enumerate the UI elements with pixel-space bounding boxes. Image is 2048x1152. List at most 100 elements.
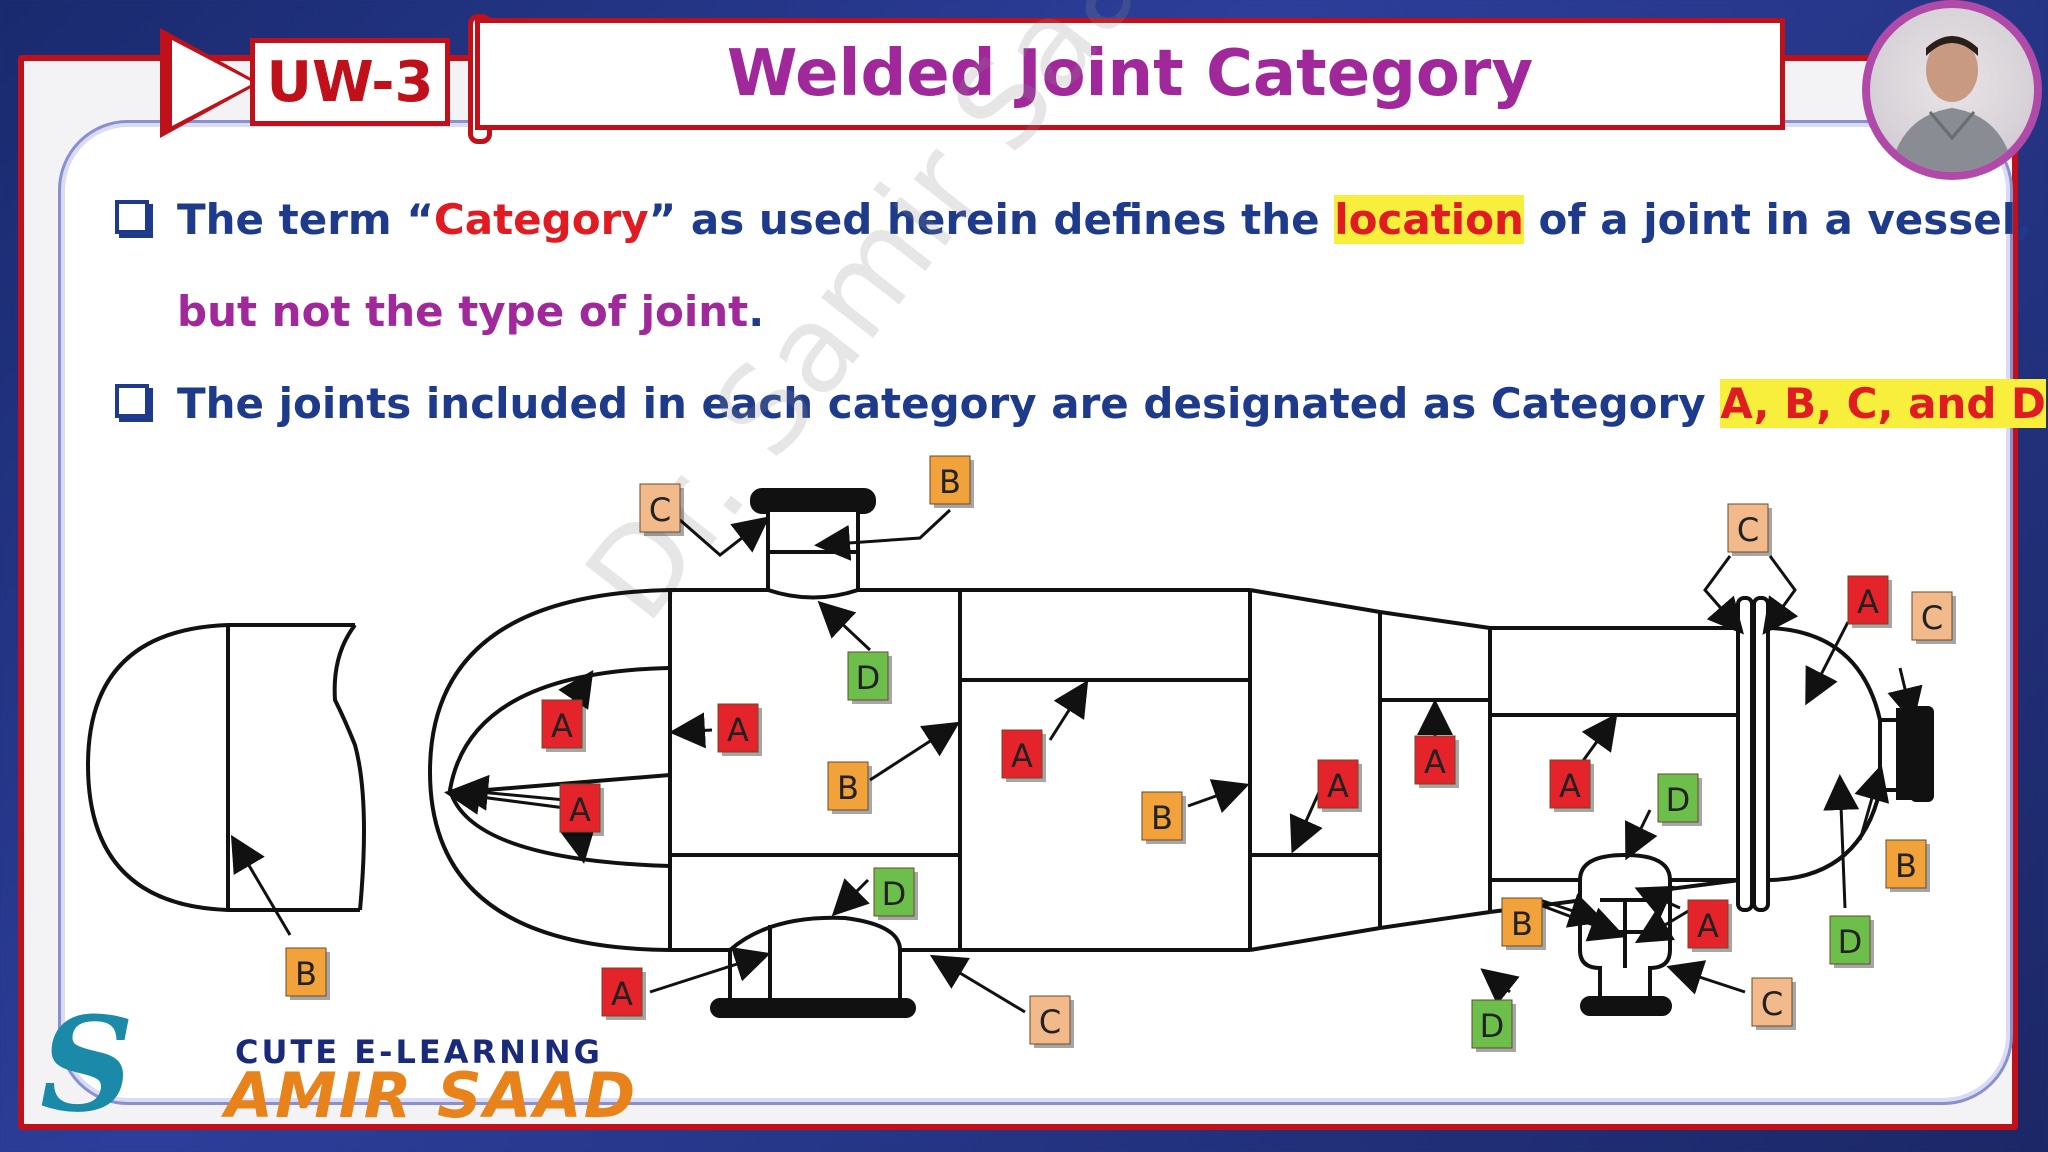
bullet-text: The term “ [177,195,434,244]
joint-label-text: C [1039,1003,1061,1041]
joint-label-text: A [727,711,749,749]
joint-label-text: D [856,659,881,697]
joint-label-text: B [837,769,859,807]
bullet-text: ” as used herein defines the [648,195,1335,244]
joint-label-text: A [1697,907,1719,945]
joint-label-text: A [1424,743,1446,781]
joint-label-b: B [1885,839,1930,892]
left-head [85,623,366,912]
presenter-avatar [1862,0,2042,180]
joint-label-box [1911,591,1953,641]
brand-logo: S CUTE E-LEARNING AMIR SAAD [30,988,670,1141]
bottom-mid-nozzle [710,915,916,1018]
joint-label-box [1657,773,1699,823]
joint-label-d: D [847,651,892,704]
joint-label-text: B [295,955,317,993]
joint-label-a: A [1847,575,1892,628]
joint-label-d: D [1471,999,1516,1052]
joint-label-text: A [611,975,633,1013]
logo-mark: S [40,988,134,1141]
bullet-text: . [748,287,765,336]
joint-label-text: A [1327,767,1349,805]
joint-label-box [1751,977,1793,1027]
joint-label-text: D [1666,781,1691,819]
joint-label-a: A [717,703,762,756]
leader-lines [230,508,1923,1014]
logo-line1: CUTE E-LEARNING [235,1033,603,1071]
vessel-shell [427,588,1741,952]
joint-label-box [639,483,681,533]
joint-label-text: B [1895,847,1917,885]
joint-label-text: C [1921,599,1943,637]
joint-label-box [1829,915,1871,965]
logo-line2: AMIR SAAD [225,1059,638,1132]
joint-label-text: D [1480,1007,1505,1045]
bullet-text: of a joint in a vessel, [1523,195,2033,244]
joint-label-b: B [285,947,330,1000]
joint-label-box [541,699,583,749]
joint-label-box [285,947,327,997]
joint-label-box [1885,839,1927,889]
body-flange [1736,596,1770,912]
joint-label-c: C [1029,995,1074,1048]
joint-label-box [1549,759,1591,809]
joint-label-box [1317,759,1359,809]
joint-label-box [1141,791,1183,841]
bullet-line: but not the type of joint. [115,282,764,342]
tag-flag-inner [172,40,254,126]
bullet-line: The term “Category” as used herein defin… [115,190,2032,250]
joint-label-text: B [1511,905,1533,943]
section-tag: UW-3 [250,38,450,126]
joint-label-box [1727,503,1769,553]
joint-label-text: A [1011,737,1033,775]
joint-label-box [559,783,601,833]
joint-label-text: A [1857,583,1879,621]
joint-label-text: A [569,791,591,829]
joint-label-c: C [1751,977,1796,1030]
joint-label-text: D [882,875,907,913]
joint-label-box [1471,999,1513,1049]
bottom-right-nozzle [1578,852,1672,1016]
joint-label-d: D [873,867,918,920]
joint-label-box [1001,729,1043,779]
joint-label-b: B [1141,791,1186,844]
joint-label-b: B [929,455,974,508]
bullet-text: Category [433,195,649,244]
bullet-line: The joints included in each category are… [115,374,2048,434]
joint-label-box [1029,995,1071,1045]
bullet-text: A, B, C, and D [1720,379,2046,428]
bullet-text: . [2046,379,2048,428]
joint-label-a: A [1001,729,1046,782]
joint-label-c: C [639,483,684,536]
joint-label-a: A [1549,759,1594,812]
joint-label-text: C [649,491,671,529]
bullet-text: but not the type of joint [177,287,749,336]
joint-label-d: D [1657,773,1702,826]
joint-label-d: D [1829,915,1874,968]
content-panel [58,120,2013,1105]
joint-label-b: B [1501,897,1546,950]
joint-label-box [827,761,869,811]
joint-label-box [847,651,889,701]
joint-label-box [601,967,643,1017]
joint-label-text: C [1761,985,1783,1023]
page-title: Welded Joint Category [726,37,1534,111]
joint-label-text: B [1151,799,1173,837]
joint-label-c: C [1727,503,1772,556]
joint-label-a: A [601,967,646,1020]
joint-label-text: A [551,707,573,745]
joint-label-c: C [1911,591,1956,644]
joint-label-box [717,703,759,753]
checkbox-bullet-icon [115,199,149,234]
joint-label-box [873,867,915,917]
joint-label-box [1687,899,1729,949]
joint-label-box [1847,575,1889,625]
joint-label-box [1501,897,1543,947]
joint-label-text: D [1838,923,1863,961]
joint-label-a: A [541,699,586,752]
joint-label-a: A [1687,899,1732,952]
presenter-photo-icon [1890,36,2014,172]
joint-label-b: B [827,761,872,814]
